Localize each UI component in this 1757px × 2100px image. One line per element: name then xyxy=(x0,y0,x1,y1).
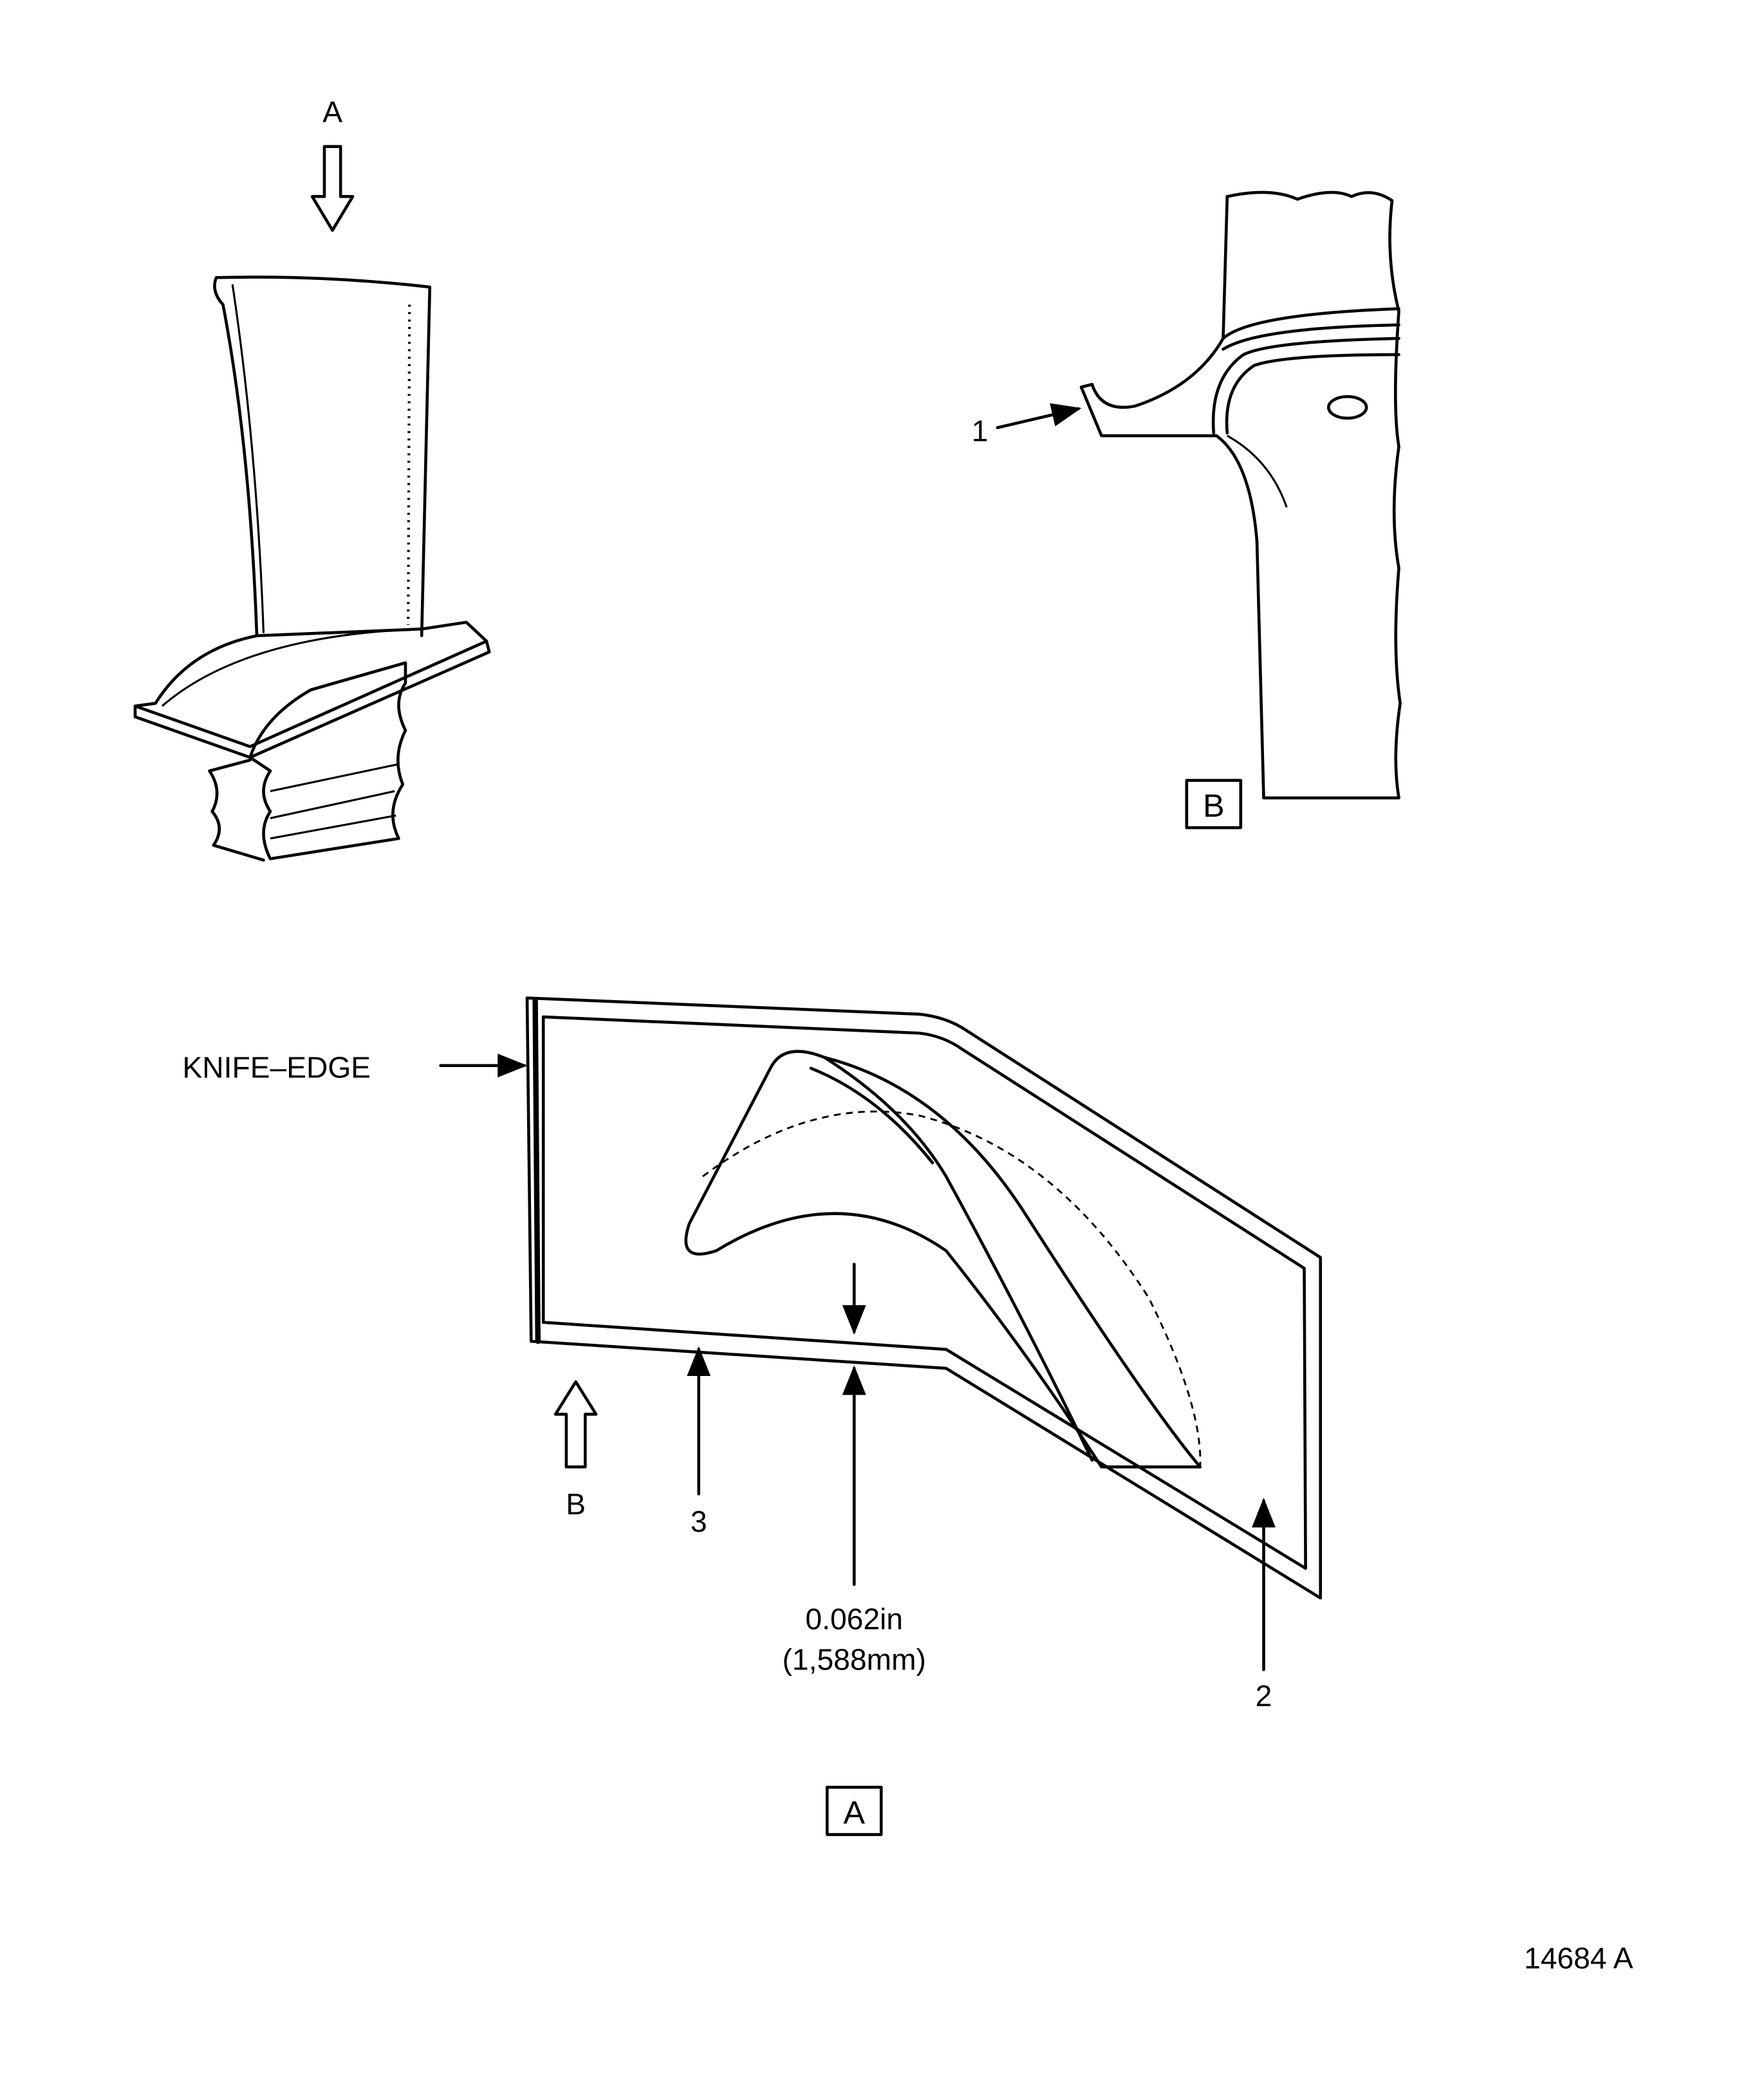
dimension-in: 0.062in xyxy=(805,1602,903,1635)
airfoil-section xyxy=(684,1050,1202,1469)
blade-airfoil xyxy=(213,275,432,638)
cooling-hole xyxy=(1326,395,1368,420)
figure-number: 14684 A xyxy=(1524,1941,1633,1975)
view-arrow-b-icon xyxy=(553,1380,598,1469)
view-arrow-a-label: A xyxy=(322,95,342,129)
view-label-a: A xyxy=(843,1794,865,1831)
mean-camber-line xyxy=(702,1110,1202,1467)
callout-3: 3 xyxy=(691,1505,707,1538)
template-plate-outer xyxy=(525,996,1323,1600)
knife-edge xyxy=(532,998,541,1344)
dimension-mm: (1,588mm) xyxy=(783,1642,926,1676)
view-arrow-a-icon xyxy=(310,145,355,232)
detail-a: KNIFE–EDGE B 3 0.062in (1,588mm) 2 A xyxy=(183,996,1323,1836)
callout-1: 1 xyxy=(972,414,989,447)
callout-2: 2 xyxy=(1256,1679,1272,1713)
blade-overview: A xyxy=(133,95,491,862)
view-label-b: B xyxy=(1203,787,1225,824)
view-label-a-box xyxy=(825,1785,883,1836)
blade-root xyxy=(208,661,407,862)
detail-b: 1 B xyxy=(972,190,1402,830)
view-arrow-b-label: B xyxy=(566,1487,586,1521)
detail-b-outline xyxy=(1079,190,1402,800)
template-plate-inner xyxy=(541,1015,1307,1570)
knife-edge-label: KNIFE–EDGE xyxy=(183,1051,371,1084)
view-label-b-box xyxy=(1185,779,1243,830)
